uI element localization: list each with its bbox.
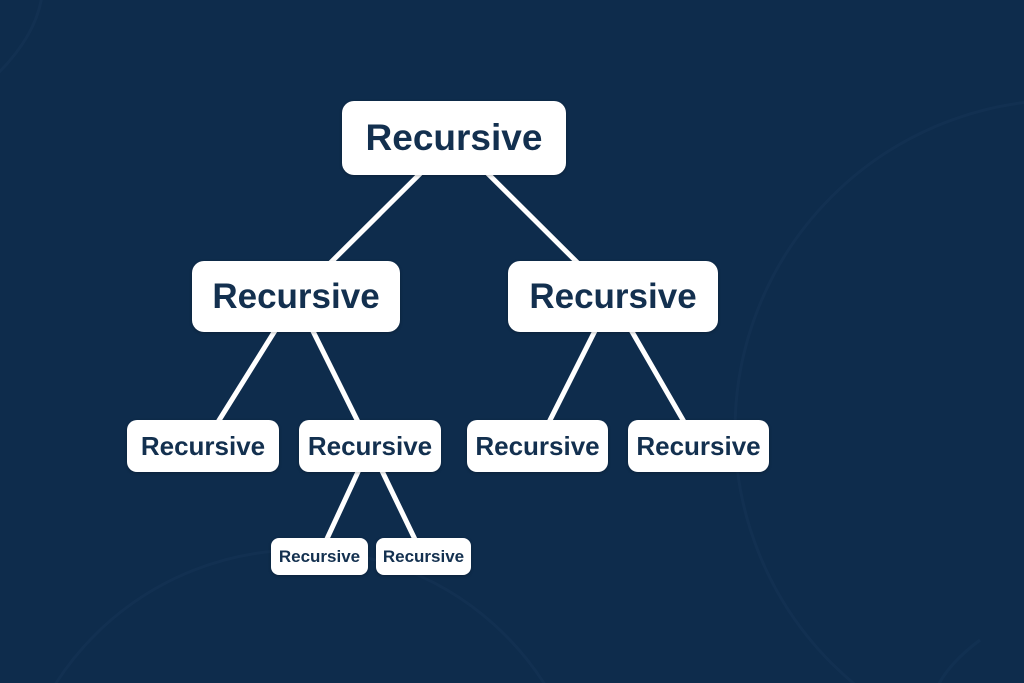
tree-node-level4-1: Recursive: [271, 538, 368, 575]
tree-node-level2-right: Recursive: [508, 261, 718, 332]
tree-node-label: Recursive: [475, 430, 600, 461]
tree-node-level3-1: Recursive: [127, 420, 279, 472]
tree-node-label: Recursive: [278, 546, 361, 566]
tree-node-level2-left: Recursive: [192, 261, 400, 332]
tree-node-label: Recursive: [365, 117, 543, 158]
tree-node-level4-2: Recursive: [376, 538, 471, 575]
tree-node-label: Recursive: [382, 546, 465, 566]
tree-node-level3-2: Recursive: [299, 420, 441, 472]
tree-node-label: Recursive: [636, 430, 761, 461]
tree-edges: [200, 137, 701, 559]
tree-node-label: Recursive: [212, 276, 380, 316]
tree-node-label: Recursive: [529, 276, 697, 316]
tree-node-label: Recursive: [307, 430, 433, 461]
tree-node-level3-4: Recursive: [628, 420, 769, 472]
tree-node-root: Recursive: [342, 101, 566, 175]
tree-node-level3-3: Recursive: [467, 420, 608, 472]
tree-node-label: Recursive: [140, 430, 266, 461]
